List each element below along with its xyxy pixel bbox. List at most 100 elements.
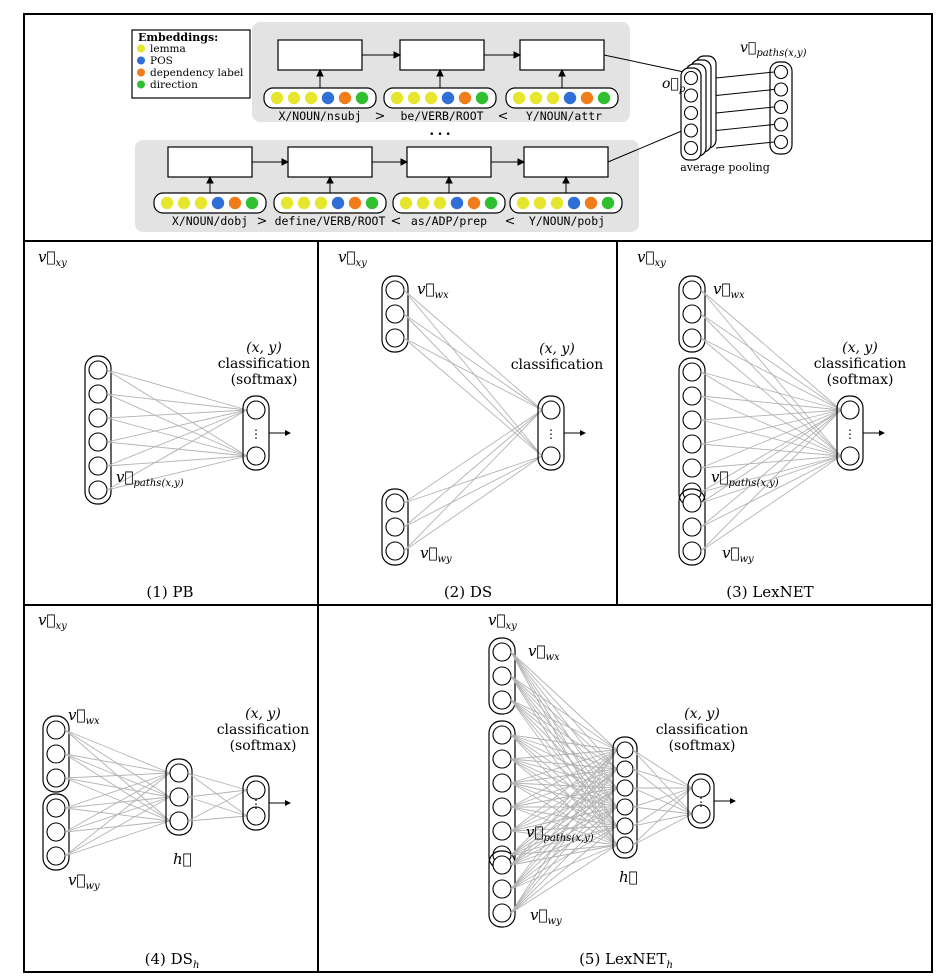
path2-lstm-arrows [206, 158, 570, 194]
xy-label: (x, y) [245, 706, 281, 722]
vpaths-label: v⃗paths(x,y) [711, 468, 779, 489]
vwy-label: v⃗wy [530, 906, 562, 927]
path2-connector: > [257, 214, 268, 229]
connection [510, 768, 618, 914]
path1-lstm [277, 39, 605, 71]
connection [403, 313, 543, 457]
connection [510, 787, 618, 890]
connection [700, 409, 842, 528]
wx-vector [678, 275, 706, 353]
path1-token: X/NOUN/nsubj [278, 109, 361, 123]
path2-connector: < [505, 214, 516, 229]
connection [64, 777, 171, 822]
connection [632, 749, 693, 815]
embedding-dot [450, 196, 464, 210]
embedding-dot [601, 196, 615, 210]
connection [64, 796, 171, 857]
connection [632, 813, 693, 846]
connection [510, 768, 618, 808]
pool-connection [715, 141, 775, 149]
connection [700, 337, 842, 457]
connection [632, 749, 693, 789]
embedding-dot [211, 196, 225, 210]
connection [106, 393, 248, 457]
lstm-cell [287, 146, 373, 178]
connection [106, 369, 248, 457]
wx-unit [385, 280, 405, 300]
connection [64, 753, 171, 774]
paths-vector-label: v⃗paths(x,y) [740, 40, 807, 59]
pooling-unit [683, 70, 699, 86]
embedding-dot [228, 196, 242, 210]
output-unit [840, 446, 860, 466]
pooling-unit [683, 105, 699, 121]
paths-unit [492, 749, 512, 769]
vpaths-label: v⃗paths(x,y) [116, 468, 184, 489]
path-to-pool-lines [603, 54, 685, 163]
output-unit [246, 780, 266, 800]
connection [700, 395, 842, 457]
output-arrowhead [580, 430, 586, 436]
hidden-unit [616, 798, 634, 816]
xy-label: (x, y) [246, 340, 282, 356]
network-panels: v⃗xy⋮v⃗paths(x,y)(x, y)classification(so… [38, 248, 906, 928]
output-unit [246, 446, 266, 466]
connection [632, 768, 693, 789]
connection [510, 782, 618, 827]
h-label: h⃗ [619, 868, 638, 886]
connection [106, 455, 248, 491]
vpaths-label: v⃗paths(x,y) [526, 823, 594, 844]
h-label: h⃗ [173, 850, 192, 868]
embedding-dot [365, 196, 379, 210]
wy-unit [492, 879, 512, 899]
pool-connection [715, 71, 775, 79]
embedding-dot [399, 196, 413, 210]
connection [106, 455, 248, 467]
connection [187, 772, 248, 791]
connection [700, 337, 842, 411]
connection [510, 768, 618, 856]
wy-unit [385, 517, 405, 537]
connection [700, 409, 842, 493]
paths-unit [682, 362, 702, 382]
embedding-dot [194, 196, 208, 210]
path1-connector: < [498, 109, 509, 124]
connection [632, 787, 693, 827]
pool-connection [715, 106, 775, 114]
embedding-dot [475, 91, 489, 105]
embedding-dot [338, 91, 352, 105]
connection [700, 409, 842, 552]
connection [510, 734, 618, 751]
output-arrowhead [285, 430, 291, 436]
vxy-label: v⃗xy [338, 248, 367, 269]
connection [632, 787, 693, 815]
embedding-dot [441, 91, 455, 105]
pooling-unit [683, 140, 699, 156]
vwy-label: v⃗wy [68, 871, 100, 892]
path2-token: Y/NOUN/pobj [529, 214, 605, 228]
legend-label: direction [150, 79, 198, 91]
embedding-dot [584, 196, 598, 210]
embedding-dot [580, 91, 594, 105]
connection [700, 395, 842, 411]
connection [700, 371, 842, 411]
wy-unit [492, 903, 512, 923]
connection [403, 313, 543, 411]
output-unit [691, 804, 711, 824]
embedding-dot [177, 196, 191, 210]
embedding-dot [567, 196, 581, 210]
connection [64, 772, 171, 779]
connection [64, 777, 171, 798]
wy-unit [46, 798, 66, 818]
softmax-label: (softmax) [231, 372, 298, 388]
connection [106, 417, 248, 457]
lstm-cell [519, 39, 605, 71]
wx-unit [46, 768, 66, 788]
paths-unit [773, 117, 789, 132]
wx-unit [682, 304, 702, 324]
connection [510, 675, 618, 751]
pooling-unit [683, 88, 699, 103]
output-arrowhead [730, 798, 736, 804]
vxy-label: v⃗xy [38, 611, 67, 632]
